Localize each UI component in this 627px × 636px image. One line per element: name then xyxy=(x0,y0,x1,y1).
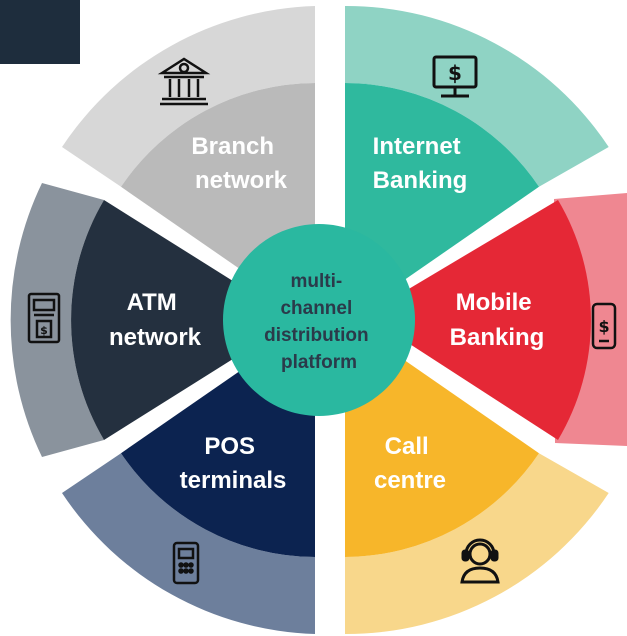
segment-inner-wedge xyxy=(365,200,591,440)
hub-circle xyxy=(223,224,415,416)
hub-label: multi- channel distribution platform xyxy=(264,271,374,373)
segment-inner-wedge xyxy=(71,200,296,440)
headset-agent-icon xyxy=(460,538,500,584)
segment-label: Mobile Banking xyxy=(450,289,545,351)
computer-dollar-icon: $ xyxy=(432,55,478,98)
svg-text:$: $ xyxy=(40,324,48,337)
segment-mobile-banking: $ Mobile Banking xyxy=(365,193,627,446)
segment-outer-ring xyxy=(10,183,104,457)
corner-decoration xyxy=(0,0,80,64)
svg-text:$: $ xyxy=(598,317,609,336)
segment-atm-network: $ ATM network xyxy=(10,183,296,457)
mobile-dollar-icon: $ xyxy=(591,302,617,350)
pos-terminal-icon xyxy=(172,541,200,585)
segment-label: Call centre xyxy=(374,433,446,494)
segment-outer-ring xyxy=(345,5,609,187)
segment-label: POS terminals xyxy=(180,433,287,494)
bank-building-icon xyxy=(157,57,211,106)
atm-icon: $ xyxy=(27,292,61,344)
segment-label: ATM network xyxy=(109,289,202,351)
segment-label: Internet Banking xyxy=(373,133,468,194)
hub: multi- channel distribution platform xyxy=(223,224,415,416)
segment-label: Branch network xyxy=(191,133,287,194)
svg-text:$: $ xyxy=(448,61,462,85)
